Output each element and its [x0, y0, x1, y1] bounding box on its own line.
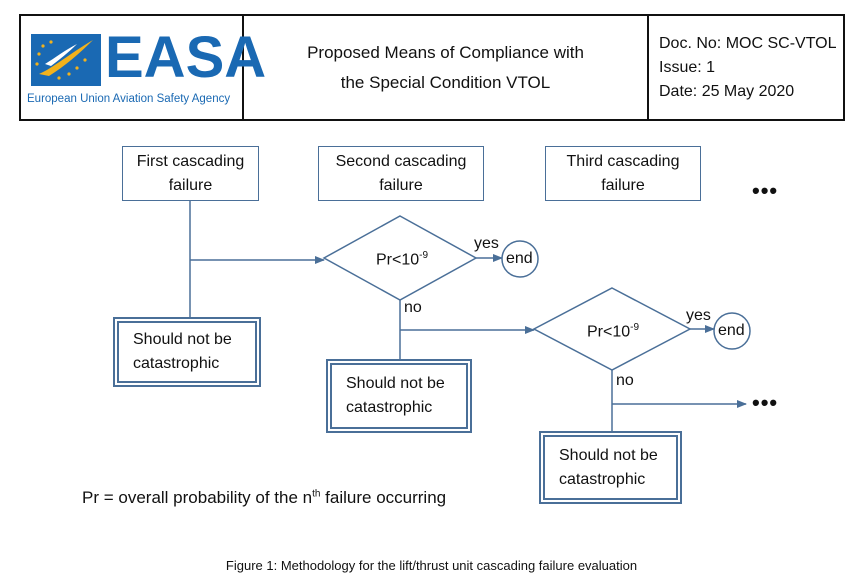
logo-subtitle: European Union Aviation Safety Agency — [27, 93, 231, 105]
outcome-box-3: Should not be catastrophic — [539, 431, 682, 504]
title-line-1: Proposed Means of Compliance with — [307, 42, 584, 62]
end-terminal-1 — [501, 240, 539, 278]
outcome-text: Should not be — [559, 446, 658, 464]
stage-box-third: Third cascading failure — [545, 146, 701, 201]
figure-caption: Figure 1: Methodology for the lift/thrus… — [225, 558, 638, 573]
no-label-1: no — [404, 299, 422, 316]
stage-label-line: failure — [379, 176, 423, 194]
decision-label-2: Pr<10-9 — [587, 318, 639, 342]
yes-label-1: yes — [474, 235, 499, 252]
note-prefix: Pr = overall probability of the n — [82, 488, 313, 507]
stage-box-first: First cascading failure — [122, 146, 259, 201]
issue-date: Date: 25 May 2020 — [659, 82, 795, 100]
outcome-box-2: Should not be catastrophic — [326, 359, 472, 433]
easa-bird-icon — [31, 34, 101, 86]
stage-label-line: First cascading — [136, 152, 245, 170]
document-header: EASA European Union Aviation Safety Agen… — [19, 14, 845, 121]
note-superscript: th — [312, 488, 321, 500]
decision-text: Pr<10 — [376, 251, 420, 269]
yes-label-2: yes — [686, 307, 711, 324]
decision-text: Pr<10 — [587, 323, 631, 341]
outcome-text: Should not be — [133, 331, 232, 348]
doc-number: Doc. No: MOC SC-VTOL — [659, 34, 837, 52]
ellipsis-bottom: ••• — [752, 390, 779, 415]
stage-label-line: Second cascading — [335, 152, 467, 170]
probability-note: Pr = overall probability of the nth fail… — [82, 488, 446, 508]
note-suffix: failure occurring — [320, 488, 447, 507]
title-line-2: the Special Condition VTOL — [340, 72, 551, 92]
easa-logo: EASA European Union Aviation Safety Agen… — [21, 16, 266, 119]
stage-label-line: Third cascading — [566, 152, 680, 170]
end-terminal-2 — [713, 312, 751, 350]
outcome-text: catastrophic — [346, 399, 433, 416]
decision-label-1: Pr<10-9 — [376, 246, 428, 270]
outcome-box-1: Should not be catastrophic — [113, 317, 261, 387]
end-label-1: end — [506, 250, 533, 267]
stage-box-second: Second cascading failure — [318, 146, 484, 201]
decision-exponent: -9 — [419, 250, 429, 261]
outcome-text: catastrophic — [133, 355, 220, 372]
ellipsis-top: ••• — [752, 178, 779, 203]
decision-exponent: -9 — [630, 322, 640, 333]
stage-label-line: failure — [601, 176, 645, 194]
stage-label-line: failure — [168, 176, 213, 194]
document-info: Doc. No: MOC SC-VTOL Issue: 1 Date: 25 M… — [649, 16, 843, 119]
end-label-2: end — [718, 322, 745, 339]
outcome-text: catastrophic — [559, 470, 646, 488]
outcome-text: Should not be — [346, 375, 445, 392]
issue-number: Issue: 1 — [659, 58, 716, 76]
logo-wordmark: EASA — [105, 25, 267, 90]
no-label-2: no — [616, 372, 634, 389]
document-title: Proposed Means of Compliance with the Sp… — [244, 16, 649, 119]
